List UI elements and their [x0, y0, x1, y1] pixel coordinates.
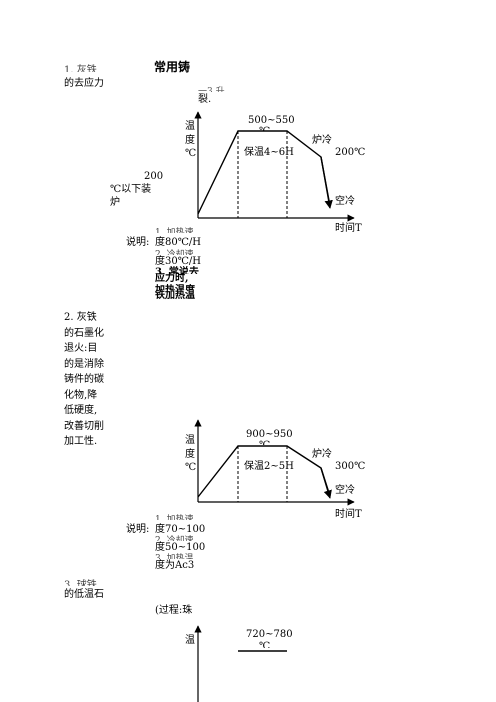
section2-para-line: 退火:目 — [64, 343, 98, 354]
section1-left-text: 的去应力 — [64, 78, 104, 89]
section3-para-line-1: 3. 球铁 — [64, 580, 97, 586]
chart1-cool-arrow — [320, 156, 333, 209]
chart1-peak-temp: 500~550 — [248, 115, 295, 126]
section2-para-line: 改善切削 — [64, 420, 104, 432]
chart3-y-label-1: 温 — [185, 635, 195, 646]
section1-note-frag-1: 1. 加热速 — [155, 228, 194, 233]
chart1-y-label-3: ℃ — [185, 148, 197, 159]
chart2-x-label: 时间T — [335, 509, 362, 520]
section2-note-line-2: 度50~100 — [155, 542, 206, 553]
section1-bold-1: 3. 常说去 — [155, 267, 199, 274]
section2-para-line: 低硬度, — [64, 405, 98, 416]
section1-intro-fragment: 1. 灰铁 — [64, 65, 97, 72]
chart2-cool-arrow — [320, 467, 332, 499]
section1-bold-2: 应力时, — [155, 273, 189, 284]
chart2-peak-unit: ℃ — [259, 439, 270, 445]
section1-left-note-temp: 200 — [144, 171, 164, 182]
section1-left-note-line2: 炉 — [110, 197, 120, 208]
section2-para-line: 2. 灰铁 — [64, 312, 97, 323]
chart2-y-label-1: 温 — [185, 435, 195, 446]
section1-note-label: 说明: — [126, 237, 150, 248]
chart2-y-label-3: ℃ — [185, 462, 197, 473]
chart1-x-label: 时间T — [335, 223, 362, 234]
section3-process-text: (过程:珠 — [155, 605, 193, 616]
chart1-end-temp: 200℃ — [335, 147, 366, 158]
chart1-y-label-1: 温 — [185, 121, 195, 132]
chart1-y-label-2: 度 — [185, 135, 195, 146]
section2-note-frag-2: 2. 冷却速 — [155, 536, 194, 541]
section1-bold-4: 铁加热温 — [155, 290, 195, 301]
page-title: 常用铸 — [154, 60, 191, 74]
chart2-end-temp: 300℃ — [335, 461, 366, 472]
section2-note-frag-3: 3. 加热温 — [155, 554, 194, 559]
section1-note-line-1: 度80℃/H — [155, 237, 202, 248]
chart2-furnace-cool: 炉冷 — [312, 449, 332, 460]
section1-top-fragment: 一3.升 — [198, 87, 225, 92]
section2-para-line: 加工性. — [64, 436, 98, 447]
section2-paragraph: 2. 灰铁 的石墨化 退火:目 的是消除 铸件的碳 化物,降 低硬度, 改善切削… — [64, 310, 104, 450]
chart2-hold-label: 保温2~5H — [244, 461, 294, 472]
section2-note-line-3: 度为Ac3 — [155, 560, 195, 571]
section2-para-line: 铸件的碳 — [64, 374, 104, 385]
section2-para-line: 化物,降 — [64, 389, 98, 401]
chart2-y-label-2: 度 — [185, 449, 195, 460]
section3-para-line-2: 的低温石 — [64, 589, 104, 600]
chart1-furnace-cool: 炉冷 — [312, 135, 332, 146]
section2-note-line-1: 度70~100 — [155, 524, 206, 535]
section1-note-line-2: 度30℃/H — [155, 256, 202, 267]
chart1-air-cool: 空冷 — [335, 196, 355, 207]
chart1-heat-curve — [197, 130, 331, 215]
chart1-hold-label: 保温4~6H — [244, 147, 294, 158]
section2-note-frag-1: 1. 加热速 — [155, 515, 194, 520]
section1-left-note-line1: ℃以下装 — [110, 184, 152, 195]
chart2-air-cool: 空冷 — [335, 485, 355, 496]
section2-para-line: 的石墨化 — [64, 327, 104, 339]
section2-para-line: 的是消除 — [64, 358, 104, 370]
chart3-peak-unit: ℃ — [259, 641, 271, 648]
chart3-peak-temp: 720~780 — [246, 629, 293, 637]
section2-note-label: 说明: — [126, 524, 150, 535]
section1-crack-text: 裂. — [198, 94, 212, 105]
chart2-peak-temp: 900~950 — [246, 429, 293, 437]
chart1-peak-unit: ℃ — [259, 125, 270, 131]
section1-note-frag-2: 2. 冷却速 — [155, 250, 194, 255]
